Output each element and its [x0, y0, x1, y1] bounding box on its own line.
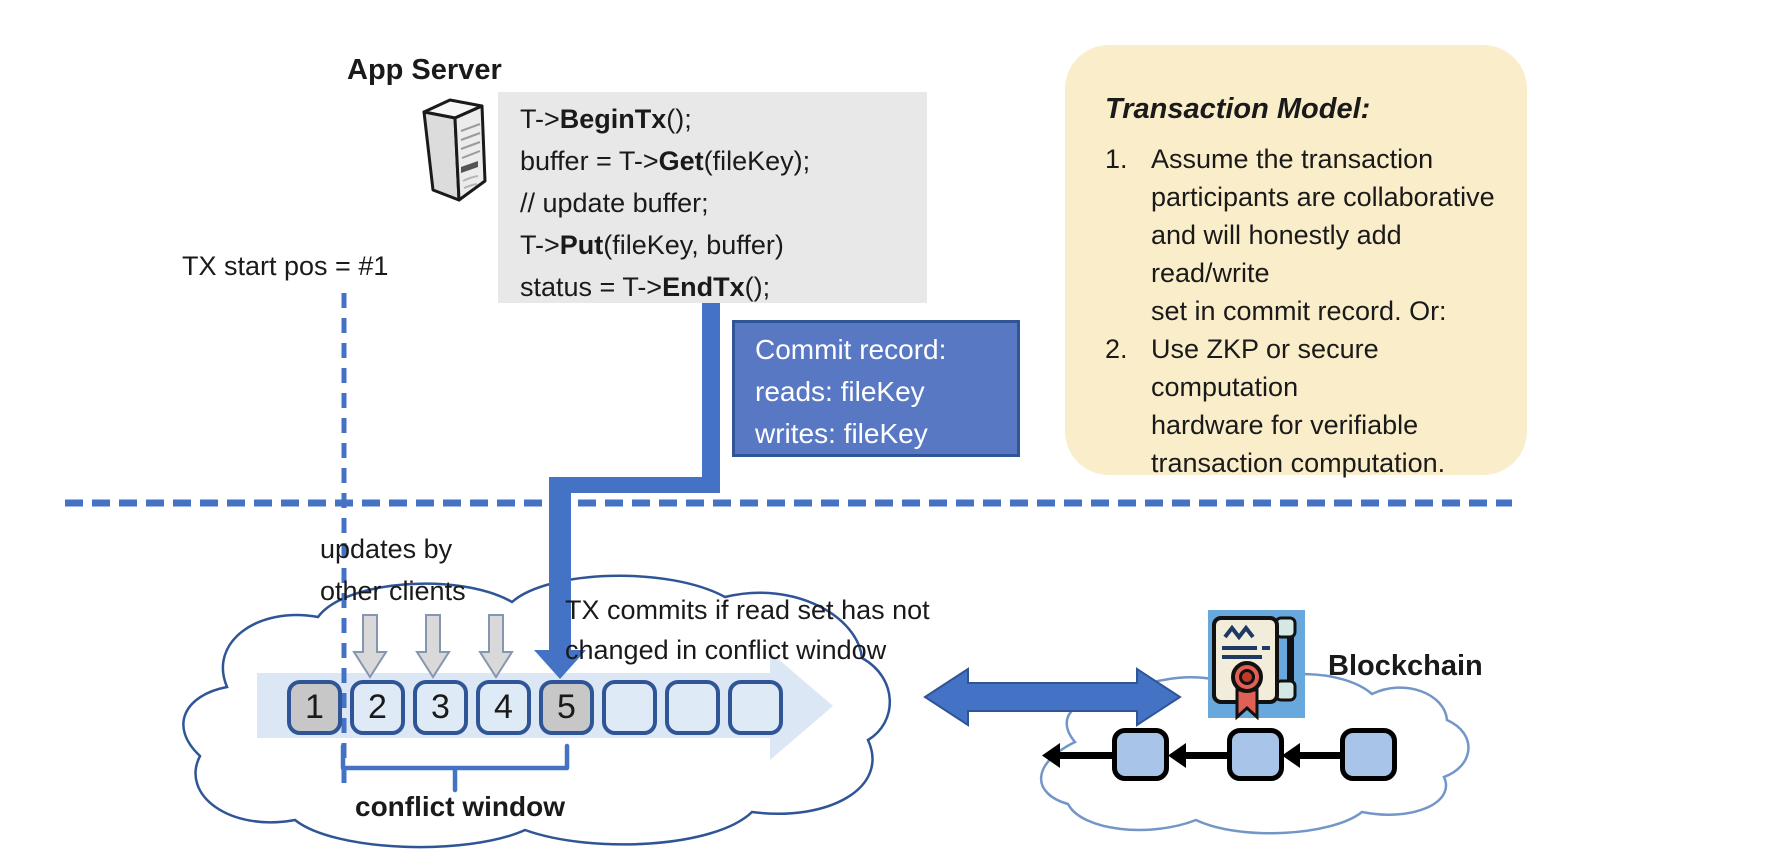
transaction-model-item: 2. Use ZKP or secure computation hardwar…	[1105, 334, 1446, 478]
updates-by-other-clients-label: updates by other clients	[320, 534, 466, 606]
timeline-slot-6	[602, 680, 657, 735]
transaction-model-title: Transaction Model:	[1105, 93, 1371, 125]
commit-record-reads: reads: fileKey	[755, 376, 925, 407]
blockchain-label: Blockchain	[1328, 650, 1483, 682]
timeline-slot-4: 4	[476, 680, 531, 735]
code-line: status = T->EndTx();	[520, 272, 771, 302]
code-line: // update buffer;	[520, 188, 709, 218]
commit-connector	[534, 303, 720, 679]
timeline-slot-7	[665, 680, 720, 735]
blockchain-block	[1227, 728, 1284, 781]
gray-down-arrow-icon	[352, 614, 388, 679]
timeline-slot-2: 2	[350, 680, 405, 735]
blockchain-block	[1112, 728, 1169, 781]
double-headed-arrow-icon	[923, 667, 1182, 727]
tx-commits-label: TX commits if read set has not changed i…	[565, 595, 930, 665]
blockchain-block	[1340, 728, 1397, 781]
blue-down-arrow-icon	[534, 650, 586, 679]
timeline-slot-3: 3	[413, 680, 468, 735]
code-line: T->Put(fileKey, buffer)	[520, 230, 784, 260]
conflict-window-label: conflict window	[355, 791, 565, 822]
timeline-slot-5: 5	[539, 680, 594, 735]
code-snippet: T->BeginTx(); buffer = T->Get(fileKey); …	[498, 92, 927, 303]
code-line: buffer = T->Get(fileKey);	[520, 146, 811, 176]
timeline-slot-1: 1	[287, 680, 342, 735]
conflict-window-bracket	[340, 743, 570, 793]
gray-down-arrow-icon	[415, 614, 451, 679]
tx-start-pos-label: TX start pos = #1	[182, 251, 389, 281]
chain-arrows	[1042, 743, 1343, 768]
commit-record-writes: writes: fileKey	[755, 418, 928, 449]
transaction-model-panel: Transaction Model: 1. Assume the transac…	[1065, 45, 1527, 478]
app-server-title: App Server	[347, 54, 502, 86]
update-arrows	[352, 614, 514, 679]
server-tower-icon	[422, 98, 487, 202]
commit-record-box: Commit record: reads: fileKey writes: fi…	[732, 320, 1020, 457]
timeline-slot-8	[728, 680, 783, 735]
transaction-model-item: 1. Assume the transaction participants a…	[1105, 144, 1495, 326]
gray-down-arrow-icon	[478, 614, 514, 679]
code-line: T->BeginTx();	[520, 104, 692, 134]
certificate-scroll-icon	[1208, 610, 1305, 721]
commit-record-title: Commit record:	[755, 334, 947, 365]
